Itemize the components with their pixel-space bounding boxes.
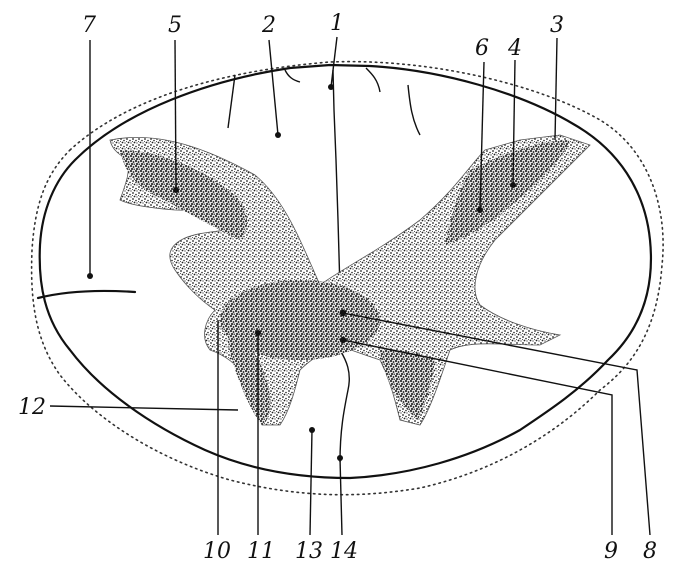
label-2: 2 bbox=[261, 13, 276, 38]
dorsal-horn-left-dense bbox=[120, 150, 247, 240]
leader-6 bbox=[479, 61, 485, 211]
leader-2 bbox=[268, 39, 279, 136]
label-4: 4 bbox=[507, 36, 522, 61]
label-7: 7 bbox=[82, 13, 96, 38]
label-12: 12 bbox=[18, 395, 46, 420]
leader-13 bbox=[309, 429, 313, 536]
white-matter-outline bbox=[38, 63, 652, 480]
leader-9 bbox=[342, 339, 613, 535]
ventral-horn-right-dense bbox=[380, 349, 435, 420]
label-5: 5 bbox=[168, 13, 182, 38]
label-10: 10 bbox=[203, 539, 231, 564]
leader-12 bbox=[49, 405, 239, 411]
dorsal-notch-left bbox=[284, 69, 301, 83]
sulcus-right bbox=[407, 84, 421, 136]
posterior-median-septum bbox=[332, 69, 341, 291]
leader-1 bbox=[330, 36, 338, 88]
ventral-horn-left-dense bbox=[227, 330, 271, 425]
label-3: 3 bbox=[550, 13, 564, 38]
lateral-fissure-line bbox=[36, 289, 137, 300]
leader-8 bbox=[342, 312, 651, 536]
label-6: 6 bbox=[475, 36, 489, 61]
label-9: 9 bbox=[604, 539, 618, 564]
leader-14 bbox=[339, 457, 343, 536]
label-1: 1 bbox=[330, 11, 344, 36]
label-14: 14 bbox=[330, 539, 358, 564]
label-8: 8 bbox=[643, 539, 657, 564]
leader-5 bbox=[174, 39, 177, 191]
dorsal-horn-right-dense bbox=[445, 140, 570, 245]
label-11: 11 bbox=[247, 539, 275, 564]
anterior-median-fissure bbox=[339, 349, 350, 463]
leader-3 bbox=[554, 37, 558, 141]
label-13: 13 bbox=[295, 539, 323, 564]
dorsal-notch-right bbox=[365, 67, 381, 93]
sulcus-left bbox=[227, 74, 236, 129]
leader-4 bbox=[512, 59, 516, 186]
